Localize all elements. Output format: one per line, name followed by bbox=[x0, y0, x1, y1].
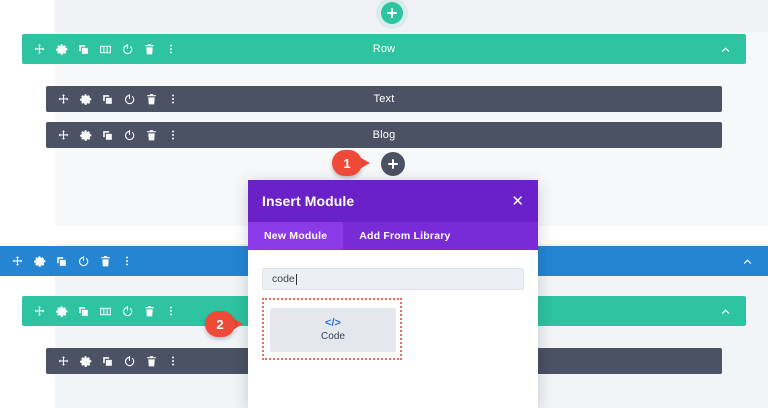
duplicate-icon[interactable] bbox=[77, 43, 90, 56]
callout-bubble: 1 bbox=[332, 150, 362, 176]
delete-icon[interactable] bbox=[99, 255, 112, 268]
chevron-up-icon bbox=[743, 258, 752, 264]
callout-number: 1 bbox=[343, 155, 351, 171]
section-toolbar bbox=[0, 255, 133, 268]
move-icon[interactable] bbox=[33, 43, 46, 56]
text-caret bbox=[295, 273, 297, 285]
move-icon[interactable] bbox=[57, 93, 70, 106]
columns-icon[interactable] bbox=[99, 305, 112, 318]
delete-icon[interactable] bbox=[145, 355, 158, 368]
disable-icon[interactable] bbox=[121, 43, 134, 56]
settings-icon[interactable] bbox=[79, 93, 92, 106]
chevron-up-icon bbox=[721, 46, 730, 52]
more-icon[interactable] bbox=[165, 43, 177, 55]
section-top-inner-band bbox=[55, 14, 768, 32]
close-icon[interactable]: ✕ bbox=[511, 192, 524, 210]
callout-bubble: 2 bbox=[205, 311, 235, 337]
callout-marker-1: 1 bbox=[332, 150, 372, 176]
more-icon[interactable] bbox=[121, 255, 133, 267]
modal-title: Insert Module bbox=[262, 193, 355, 209]
module-bar-blog[interactable]: Blog bbox=[46, 122, 722, 148]
search-input-value: code bbox=[272, 273, 295, 285]
duplicate-icon[interactable] bbox=[101, 93, 114, 106]
disable-icon[interactable] bbox=[77, 255, 90, 268]
chevron-up-icon bbox=[721, 308, 730, 314]
move-icon[interactable] bbox=[11, 255, 24, 268]
row-collapse-button-bottom[interactable] bbox=[719, 305, 732, 318]
move-icon[interactable] bbox=[57, 129, 70, 142]
delete-icon[interactable] bbox=[145, 129, 158, 142]
delete-icon[interactable] bbox=[145, 93, 158, 106]
module-toolbar bbox=[46, 93, 179, 106]
code-module-result-highlight: </> Code bbox=[262, 298, 402, 360]
plus-icon bbox=[387, 8, 397, 18]
settings-icon[interactable] bbox=[79, 355, 92, 368]
disable-icon[interactable] bbox=[121, 305, 134, 318]
disable-icon[interactable] bbox=[123, 93, 136, 106]
row-collapse-button[interactable] bbox=[719, 43, 732, 56]
settings-icon[interactable] bbox=[55, 305, 68, 318]
tab-new-module[interactable]: New Module bbox=[248, 222, 344, 250]
delete-icon[interactable] bbox=[143, 305, 156, 318]
modal-tabs: New Module Add From Library bbox=[248, 222, 538, 250]
modal-body: code </> Code bbox=[248, 250, 538, 408]
callout-marker-2: 2 bbox=[205, 311, 245, 337]
module-bar-text[interactable]: Text bbox=[46, 86, 722, 112]
duplicate-icon[interactable] bbox=[101, 129, 114, 142]
module-toolbar bbox=[46, 355, 179, 368]
more-icon[interactable] bbox=[167, 355, 179, 367]
columns-icon[interactable] bbox=[99, 43, 112, 56]
add-section-button[interactable] bbox=[381, 2, 403, 24]
page-top-band bbox=[55, 0, 768, 14]
disable-icon[interactable] bbox=[123, 355, 136, 368]
duplicate-icon[interactable] bbox=[77, 305, 90, 318]
delete-icon[interactable] bbox=[143, 43, 156, 56]
settings-icon[interactable] bbox=[55, 43, 68, 56]
row-toolbar bbox=[22, 43, 177, 56]
duplicate-icon[interactable] bbox=[55, 255, 68, 268]
module-toolbar bbox=[46, 129, 179, 142]
more-icon[interactable] bbox=[167, 93, 179, 105]
settings-icon[interactable] bbox=[79, 129, 92, 142]
row-settings-bar[interactable]: Row bbox=[22, 34, 746, 64]
plus-icon bbox=[388, 159, 398, 169]
duplicate-icon[interactable] bbox=[101, 355, 114, 368]
disable-icon[interactable] bbox=[123, 129, 136, 142]
code-icon: </> bbox=[325, 317, 341, 329]
section-collapse-button[interactable] bbox=[741, 255, 754, 268]
search-input[interactable]: code bbox=[262, 268, 524, 290]
insert-module-modal: Insert Module ✕ New Module Add From Libr… bbox=[248, 180, 538, 408]
page-left-margin bbox=[0, 0, 55, 408]
move-icon[interactable] bbox=[33, 305, 46, 318]
modal-header: Insert Module ✕ bbox=[248, 180, 538, 222]
more-icon[interactable] bbox=[167, 129, 179, 141]
code-module-label: Code bbox=[321, 331, 345, 342]
add-module-button[interactable] bbox=[381, 152, 405, 176]
move-icon[interactable] bbox=[57, 355, 70, 368]
tab-add-from-library[interactable]: Add From Library bbox=[359, 230, 451, 242]
more-icon[interactable] bbox=[165, 305, 177, 317]
settings-icon[interactable] bbox=[33, 255, 46, 268]
row-toolbar bbox=[22, 305, 177, 318]
callout-number: 2 bbox=[216, 316, 224, 332]
code-module-result[interactable]: </> Code bbox=[270, 308, 396, 352]
